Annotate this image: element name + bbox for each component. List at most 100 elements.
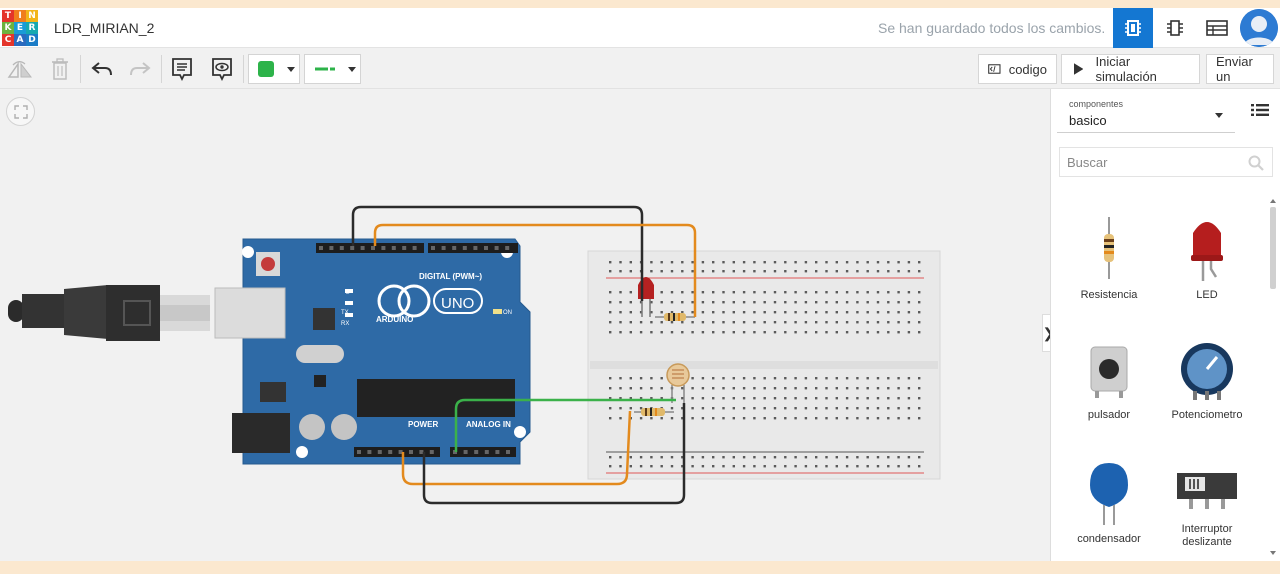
breadboard-hole[interactable]: [876, 417, 880, 420]
breadboard-hole[interactable]: [629, 397, 632, 400]
breadboard-hole[interactable]: [845, 291, 849, 294]
breadboard-hole[interactable]: [609, 261, 612, 264]
breadboard-hole[interactable]: [732, 377, 735, 380]
wire-type-picker[interactable]: [304, 54, 361, 84]
breadboard-hole[interactable]: [753, 417, 756, 420]
workplane[interactable]: ARDUINO UNO DIGITAL (PWM~) POWER ANALOG …: [0, 89, 1050, 561]
breadboard-hole[interactable]: [784, 270, 787, 273]
resistor-bottom[interactable]: [634, 408, 674, 416]
breadboard-hole[interactable]: [701, 377, 705, 380]
breadboard-hole[interactable]: [794, 407, 797, 410]
breadboard-hole[interactable]: [742, 301, 746, 304]
breadboard-hole[interactable]: [773, 261, 777, 264]
breadboard-hole[interactable]: [856, 465, 859, 468]
header-pin[interactable]: [505, 246, 510, 250]
breadboard-hole[interactable]: [629, 291, 632, 294]
breadboard-hole[interactable]: [763, 407, 766, 410]
breadboard-hole[interactable]: [609, 456, 612, 459]
breadboard-hole[interactable]: [650, 261, 653, 264]
breadboard-hole[interactable]: [619, 407, 622, 410]
breadboard-hole[interactable]: [681, 270, 684, 273]
component-led[interactable]: LED: [1159, 217, 1255, 302]
breadboard-hole[interactable]: [856, 397, 859, 400]
breadboard-hole[interactable]: [815, 387, 818, 390]
breadboard-hole[interactable]: [639, 311, 643, 314]
header-pin[interactable]: [360, 246, 365, 250]
breadboard-hole[interactable]: [804, 387, 808, 390]
breadboard-hole[interactable]: [876, 270, 880, 273]
breadboard-hole[interactable]: [804, 465, 808, 468]
breadboard-hole[interactable]: [897, 270, 900, 273]
breadboard-hole[interactable]: [763, 377, 766, 380]
breadboard-hole[interactable]: [619, 270, 622, 273]
breadboard-hole[interactable]: [907, 387, 911, 390]
project-title[interactable]: LDR_MIRIAN_2: [54, 20, 155, 36]
breadboard-hole[interactable]: [804, 397, 808, 400]
breadboard-hole[interactable]: [660, 301, 663, 304]
header-pin[interactable]: [452, 246, 457, 250]
breadboard-hole[interactable]: [701, 321, 705, 324]
breadboard-hole[interactable]: [866, 311, 869, 314]
breadboard-hole[interactable]: [742, 321, 746, 324]
header-pin[interactable]: [431, 246, 435, 250]
rotate-button[interactable]: [6, 55, 34, 83]
breadboard-hole[interactable]: [712, 397, 715, 400]
breadboard-hole[interactable]: [887, 291, 890, 294]
breadboard-hole[interactable]: [619, 321, 622, 324]
breadboard-hole[interactable]: [712, 417, 715, 420]
breadboard-hole[interactable]: [856, 331, 859, 334]
breadboard-hole[interactable]: [784, 301, 787, 304]
breadboard-hole[interactable]: [629, 261, 632, 264]
breadboard-hole[interactable]: [650, 270, 653, 273]
breadboard-hole[interactable]: [650, 417, 653, 420]
breadboard-hole[interactable]: [722, 311, 725, 314]
breadboard-hole[interactable]: [804, 417, 808, 420]
breadboard-hole[interactable]: [712, 465, 715, 468]
breadboard-hole[interactable]: [897, 301, 900, 304]
breadboard-hole[interactable]: [639, 387, 643, 390]
breadboard-hole[interactable]: [887, 321, 890, 324]
breadboard-hole[interactable]: [773, 331, 777, 334]
breadboard-hole[interactable]: [784, 407, 787, 410]
breadboard-hole[interactable]: [701, 407, 705, 410]
panel-scrollbar[interactable]: [1268, 197, 1278, 557]
breadboard-hole[interactable]: [876, 321, 880, 324]
breadboard-hole[interactable]: [918, 311, 921, 314]
breadboard-hole[interactable]: [681, 417, 684, 420]
header-pin[interactable]: [329, 246, 334, 250]
breadboard-hole[interactable]: [619, 311, 622, 314]
component-list-button[interactable]: [1197, 8, 1237, 48]
breadboard-hole[interactable]: [619, 397, 622, 400]
breadboard-hole[interactable]: [701, 465, 705, 468]
breadboard-hole[interactable]: [732, 456, 735, 459]
breadboard-hole[interactable]: [712, 301, 715, 304]
breadboard-hole[interactable]: [650, 387, 653, 390]
breadboard-hole[interactable]: [681, 331, 684, 334]
breadboard-hole[interactable]: [835, 407, 838, 410]
header-pin[interactable]: [319, 246, 323, 250]
user-avatar[interactable]: [1240, 9, 1278, 47]
header-pin[interactable]: [339, 246, 344, 250]
zoom-to-fit-button[interactable]: [6, 97, 35, 126]
breadboard-hole[interactable]: [639, 465, 643, 468]
send-button[interactable]: Enviar un: [1206, 54, 1274, 84]
breadboard-hole[interactable]: [784, 331, 787, 334]
breadboard-hole[interactable]: [876, 387, 880, 390]
breadboard-hole[interactable]: [660, 397, 663, 400]
breadboard-hole[interactable]: [691, 417, 694, 420]
breadboard-hole[interactable]: [670, 407, 674, 410]
breadboard-hole[interactable]: [866, 321, 869, 324]
header-pin[interactable]: [357, 450, 361, 454]
breadboard-hole[interactable]: [773, 465, 777, 468]
breadboard-hole[interactable]: [691, 397, 694, 400]
breadboard-hole[interactable]: [784, 465, 787, 468]
breadboard-hole[interactable]: [825, 397, 828, 400]
breadboard-hole[interactable]: [835, 377, 838, 380]
breadboard-hole[interactable]: [753, 321, 756, 324]
breadboard-hole[interactable]: [897, 261, 900, 264]
breadboard-hole[interactable]: [722, 456, 725, 459]
breadboard-hole[interactable]: [681, 465, 684, 468]
breadboard-hole[interactable]: [650, 397, 653, 400]
header-pin[interactable]: [463, 450, 468, 454]
breadboard-hole[interactable]: [742, 311, 746, 314]
